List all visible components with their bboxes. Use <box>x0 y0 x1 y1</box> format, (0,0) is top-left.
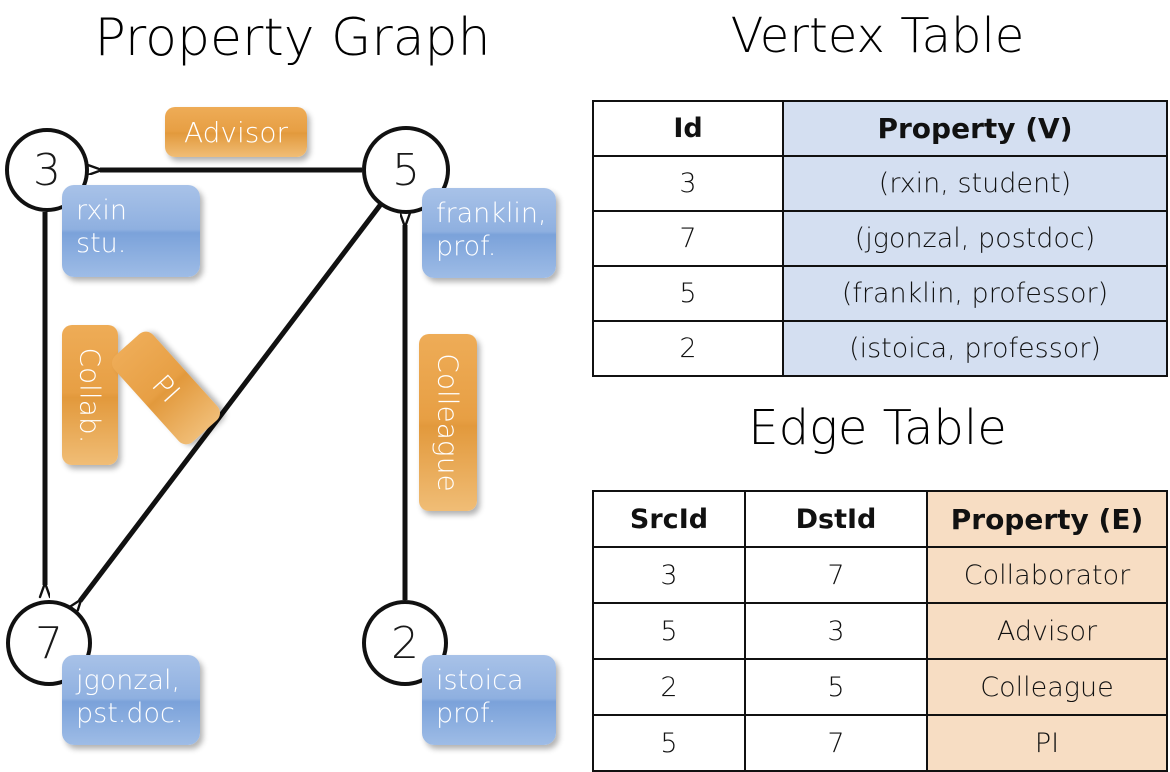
table-row[interactable]: 5 (franklin, professor) <box>592 265 1168 322</box>
edge-cell-property: Collaborator <box>926 546 1168 604</box>
page-title-property-graph: Property Graph <box>94 8 491 68</box>
edge-label-advisor: Advisor <box>165 107 307 157</box>
node-property-box-franklin: franklin, prof. <box>422 188 556 278</box>
node-property-box-jgonzal: jgonzal, pst.doc. <box>62 655 200 745</box>
table-row[interactable]: 3 (rxin, student) <box>592 155 1168 212</box>
node-property-line-2: pst.doc. <box>76 697 184 729</box>
node-property-line-1: istoica <box>436 665 524 696</box>
vertex-table-header-id: Id <box>592 100 784 157</box>
vertex-cell-property: (rxin, student) <box>782 155 1168 212</box>
table-row[interactable]: 7 (jgonzal, postdoc) <box>592 210 1168 267</box>
node-property-line-2: stu. <box>76 227 127 259</box>
node-property-line-2: prof. <box>436 230 497 262</box>
node-property-box-istoica: istoica prof. <box>422 655 556 745</box>
property-graph-diagram: 3 5 7 2 rxin stu. franklin, prof. jgonza… <box>0 0 585 760</box>
vertex-table-header-row: Id Property (V) <box>592 100 1168 157</box>
table-row[interactable]: 5 3 Advisor <box>592 602 1168 660</box>
graph-edges-layer <box>0 0 585 760</box>
edge-cell-srcid: 2 <box>592 658 746 716</box>
vertex-cell-property: (franklin, professor) <box>782 265 1168 322</box>
edge-table-header-srcid: SrcId <box>592 490 746 548</box>
vertex-cell-property: (jgonzal, postdoc) <box>782 210 1168 267</box>
edge-label-collab-text: Collab. <box>73 346 107 444</box>
edge-label-pi-text: PI <box>145 367 187 409</box>
vertex-cell-id: 2 <box>592 320 784 377</box>
node-property-line-1: franklin, <box>436 198 547 229</box>
vertex-table: Id Property (V) 3 (rxin, student) 7 (jgo… <box>592 100 1168 377</box>
edge-cell-dstid: 7 <box>744 546 928 604</box>
page-title-vertex-table: Vertex Table <box>730 8 1025 64</box>
edge-cell-dstid: 7 <box>744 714 928 772</box>
edge-cell-property: Colleague <box>926 658 1168 716</box>
node-property-line-1: jgonzal, <box>76 665 181 696</box>
page-title-edge-table: Edge Table <box>748 400 1007 456</box>
vertex-cell-property: (istoica, professor) <box>782 320 1168 377</box>
edge-label-advisor-text: Advisor <box>183 115 288 149</box>
node-property-box-rxin: rxin stu. <box>62 185 200 277</box>
edge-cell-dstid: 3 <box>744 602 928 660</box>
node-property-line-1: rxin <box>76 195 127 226</box>
edge-table: SrcId DstId Property (E) 3 7 Collaborato… <box>592 490 1168 772</box>
edge-table-header-property: Property (E) <box>926 490 1168 548</box>
table-row[interactable]: 3 7 Collaborator <box>592 546 1168 604</box>
edge-label-collab: Collab. <box>62 325 118 465</box>
edge-table-header-row: SrcId DstId Property (E) <box>592 490 1168 548</box>
edge-label-colleague: Colleague <box>419 334 477 511</box>
edge-cell-srcid: 3 <box>592 546 746 604</box>
edge-cell-property: Advisor <box>926 602 1168 660</box>
table-row[interactable]: 2 (istoica, professor) <box>592 320 1168 377</box>
vertex-cell-id: 3 <box>592 155 784 212</box>
edge-label-colleague-text: Colleague <box>431 353 465 492</box>
vertex-table-header-property: Property (V) <box>782 100 1168 157</box>
edge-cell-srcid: 5 <box>592 714 746 772</box>
graph-node-2[interactable]: 2 <box>362 600 448 686</box>
node-property-line-2: prof. <box>436 697 497 729</box>
edge-5-to-7 <box>80 202 383 601</box>
edge-cell-dstid: 5 <box>744 658 928 716</box>
edge-table-header-dstid: DstId <box>744 490 928 548</box>
table-row[interactable]: 2 5 Colleague <box>592 658 1168 716</box>
table-row[interactable]: 5 7 PI <box>592 714 1168 772</box>
edge-cell-srcid: 5 <box>592 602 746 660</box>
vertex-cell-id: 5 <box>592 265 784 322</box>
vertex-cell-id: 7 <box>592 210 784 267</box>
edge-cell-property: PI <box>926 714 1168 772</box>
